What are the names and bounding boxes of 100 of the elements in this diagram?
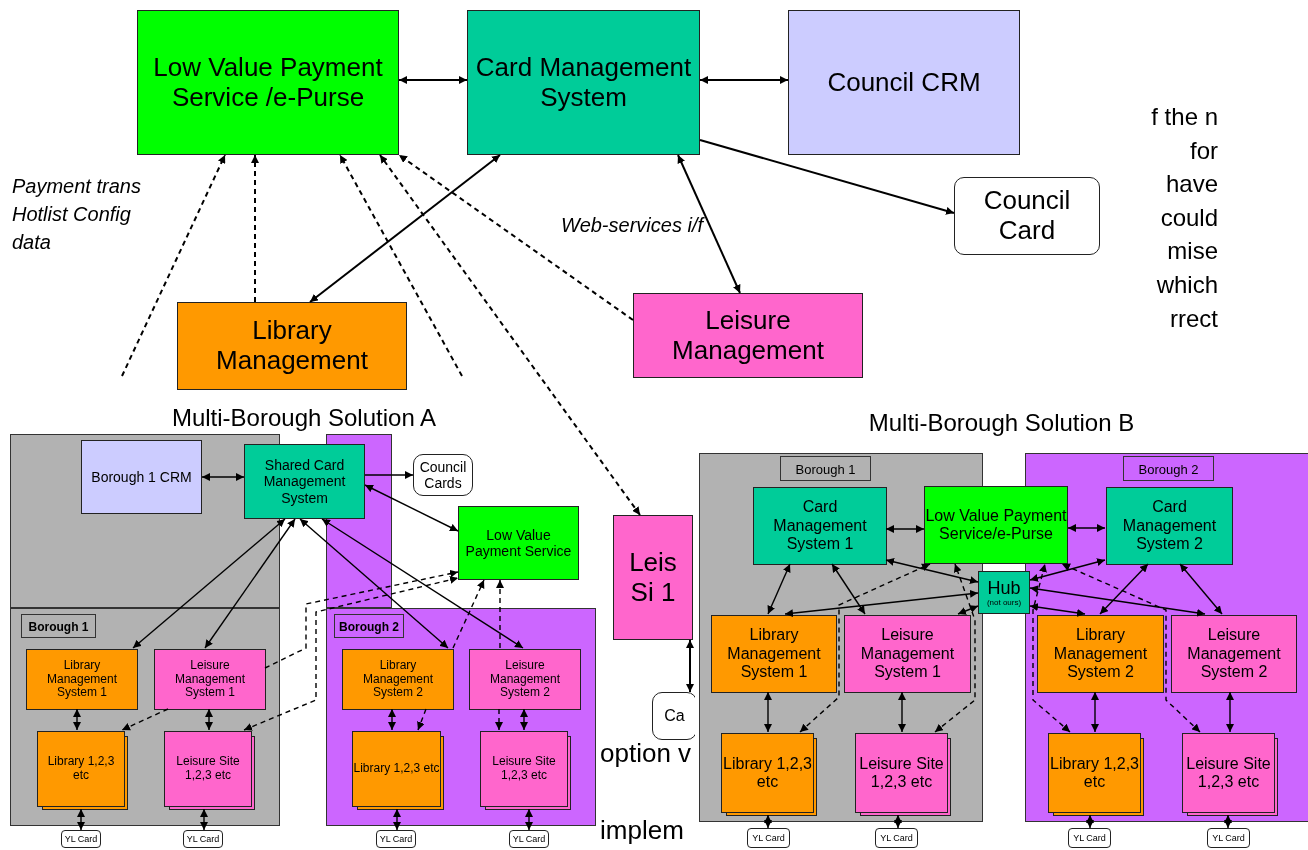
system-box xyxy=(1037,615,1164,693)
arrow xyxy=(831,563,866,615)
node-label: YL Card xyxy=(1073,832,1106,844)
arrow xyxy=(204,518,296,649)
dashed-arrow xyxy=(496,579,504,649)
arrow xyxy=(77,808,85,831)
arrow xyxy=(525,808,533,831)
stacked-box xyxy=(480,731,571,810)
dashed-arrow xyxy=(799,563,931,733)
node-label: YL Card xyxy=(186,833,220,845)
borough-panel xyxy=(326,608,596,826)
node-label: Low Value Payment Service xyxy=(464,526,573,560)
system-box xyxy=(1106,487,1233,565)
node-label: Council Cards xyxy=(418,458,468,492)
card-box xyxy=(1207,828,1250,848)
arrow xyxy=(388,708,396,731)
node-label: Leisure Management System 2 xyxy=(488,658,561,701)
stacked-box xyxy=(37,731,128,810)
borough-panel xyxy=(10,608,280,826)
card-box xyxy=(652,692,697,740)
arrow xyxy=(767,563,791,615)
card-box xyxy=(875,828,918,848)
panel-title: Multi-Borough Solution A xyxy=(170,404,438,432)
system-box xyxy=(244,444,365,519)
node-label: Council Card xyxy=(982,186,1072,246)
system-box xyxy=(711,615,837,693)
stacked-box xyxy=(164,731,255,810)
dashed-arrow xyxy=(264,569,459,669)
dashed-arrow xyxy=(379,154,641,516)
node-label: Leisure Site 1,2,3 etc xyxy=(491,755,557,783)
system-box xyxy=(177,302,407,390)
arrow xyxy=(894,814,902,829)
node-label: Leisure Site 1,2,3 etc xyxy=(1185,754,1272,792)
card-box xyxy=(747,828,790,848)
arrow xyxy=(321,518,524,649)
dashed-arrow xyxy=(1032,563,1071,733)
arrow xyxy=(1224,814,1232,829)
node-label: Leisure Management System 2 xyxy=(1186,626,1282,682)
system-box xyxy=(469,649,581,710)
arrow xyxy=(201,473,245,481)
stacked-box xyxy=(1182,733,1278,816)
arrow xyxy=(1099,563,1149,615)
node-label: Library Management System 2 xyxy=(1052,626,1149,682)
system-box xyxy=(154,649,266,710)
node-label: Library Management System 1 xyxy=(45,658,118,701)
borough-tag: Borough 2 xyxy=(334,614,404,638)
arrow xyxy=(885,557,979,585)
dashed-arrow xyxy=(398,154,634,321)
system-box xyxy=(137,10,399,155)
node-label: YL Card xyxy=(379,833,413,845)
text-fragment: implem xyxy=(600,814,685,847)
arrow xyxy=(1067,524,1106,532)
system-box xyxy=(613,515,693,640)
arrow xyxy=(677,154,741,294)
system-box xyxy=(1171,615,1297,693)
dashed-arrow xyxy=(1061,563,1201,733)
node-label: Card Management System 2 xyxy=(1121,498,1218,554)
arrow xyxy=(784,589,979,618)
hub-box xyxy=(978,571,1030,614)
dashed-arrow xyxy=(339,154,463,377)
stacked-box xyxy=(721,733,817,816)
borough-tag: Borough 2 xyxy=(1123,456,1214,481)
node-label: Leisure Site 1,2,3 etc xyxy=(858,754,945,792)
node-label: Library 1,2,3 etc xyxy=(46,755,116,783)
stacked-box xyxy=(855,733,951,816)
node-label: YL Card xyxy=(752,832,785,844)
arrow xyxy=(1226,691,1234,733)
node-label: YL Card xyxy=(512,833,546,845)
node-label: Leisure Management System 1 xyxy=(173,658,246,701)
system-box xyxy=(633,293,863,378)
dashed-arrow xyxy=(495,708,503,731)
card-box xyxy=(954,177,1100,255)
arrow xyxy=(885,525,925,533)
arrow xyxy=(699,76,789,84)
system-box xyxy=(753,487,887,565)
borough-tag: Borough 1 xyxy=(780,456,871,481)
arrow xyxy=(764,814,772,829)
dashed-arrow xyxy=(121,154,226,377)
node-label: Hub xyxy=(987,577,1021,599)
node-label: YL Card xyxy=(1212,832,1245,844)
node-label: YL Card xyxy=(64,833,98,845)
arrow xyxy=(898,691,906,733)
arrow xyxy=(1029,558,1106,582)
stacked-box xyxy=(1048,733,1144,816)
node-label: Shared Card Management System xyxy=(262,457,347,506)
node-label: Council CRM xyxy=(827,67,981,98)
node-label: Leisure Site 1,2,3 etc xyxy=(175,755,241,783)
arrow xyxy=(764,691,772,733)
node-label: Library 1,2,3 etc xyxy=(1049,754,1140,792)
node-label: Ca xyxy=(664,706,685,726)
node-label: Library 1,2,3 etc xyxy=(353,762,440,776)
arrow xyxy=(520,708,528,731)
arrow xyxy=(957,605,979,615)
arrow xyxy=(132,518,286,649)
system-box xyxy=(467,10,700,155)
dashed-arrow xyxy=(243,575,459,731)
card-box xyxy=(1068,828,1111,848)
arrow xyxy=(699,139,955,215)
system-box xyxy=(458,506,579,580)
node-label: Library Management System 2 xyxy=(361,658,434,701)
